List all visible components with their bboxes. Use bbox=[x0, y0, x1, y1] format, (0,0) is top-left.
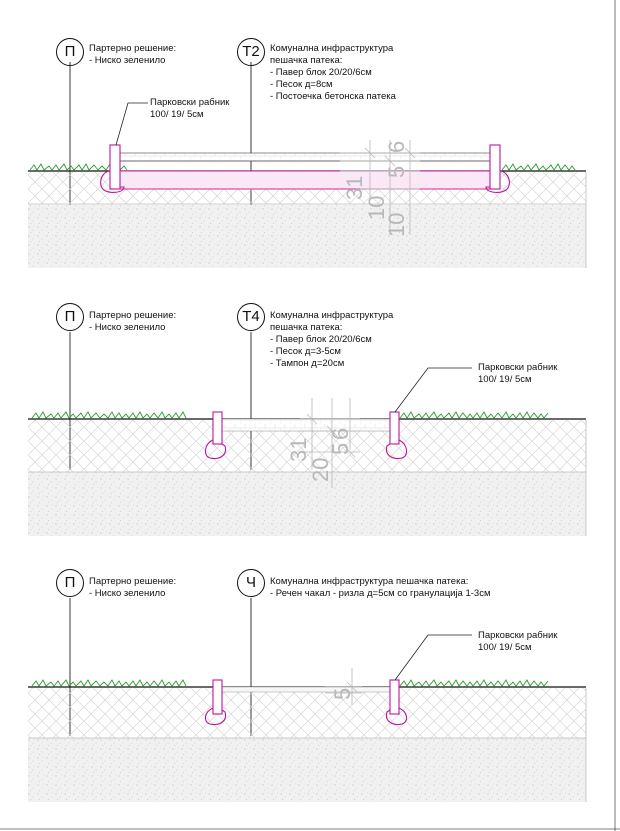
section-3-gravel-path bbox=[221, 686, 391, 693]
section-3-left-title: Партерно решение: bbox=[89, 576, 177, 587]
section-2-dimension-31: 31 bbox=[286, 437, 311, 462]
section-1-dimension-31: 31 bbox=[342, 175, 367, 200]
section-1-dimension-lines bbox=[340, 140, 420, 235]
section-2-dimension-20: 20 bbox=[308, 457, 333, 482]
section-3-dimension-5: 5 bbox=[330, 687, 355, 700]
section-2-drawing bbox=[28, 332, 587, 536]
section-2-right-item-1: - Павер блок 20/20/6см bbox=[270, 334, 372, 345]
section-3-curb-label-line-1: Парковски рабник bbox=[478, 630, 558, 641]
section-1-curb-label-line-1: Парковски рабник bbox=[150, 97, 230, 108]
section-3-grass-left bbox=[31, 679, 187, 687]
section-3-gravel-layer bbox=[28, 738, 586, 802]
section-3-right-item-1: - Речен чакал - ризла д=5см со гранулаци… bbox=[270, 588, 491, 599]
section-3-grass-right bbox=[399, 679, 549, 687]
section-2-right-title-line-2: пешачка патека: bbox=[270, 322, 343, 333]
section-2-grass-right bbox=[399, 411, 549, 419]
section-3-curb-label-line-2: 100/ 19/ 5см bbox=[478, 642, 532, 653]
section-1-right-item-3: - Постоечка бетонска патека bbox=[270, 91, 396, 102]
section-2-curb-label-line-2: 100/ 19/ 5см bbox=[478, 374, 532, 385]
section-2-left-marker: П bbox=[56, 303, 84, 331]
section-3-right-title-line-1: Комунална инфраструктура пешачка патека: bbox=[270, 576, 469, 587]
section-1-right-marker: Т2 bbox=[237, 38, 265, 66]
section-2-left-title: Партерно решение: bbox=[89, 310, 177, 321]
section-2-curb-right bbox=[385, 411, 408, 460]
section-1-right-item-2: - Песок д=8см bbox=[270, 79, 333, 90]
section-2-dimension-5: 5 bbox=[328, 442, 353, 455]
section-2-paver-layer bbox=[221, 418, 391, 432]
section-2-right-item-2: - Песок д=3-5см bbox=[270, 346, 341, 357]
section-1-paver-layer bbox=[119, 152, 491, 162]
section-1-left-marker: П bbox=[56, 38, 84, 66]
section-3-left-item: - Ниско зеленило bbox=[89, 588, 166, 599]
section-1-dimension-5: 5 bbox=[384, 165, 409, 178]
section-3-curb-left bbox=[204, 679, 227, 726]
section-1-concrete-path bbox=[119, 170, 491, 190]
section-1-drawing bbox=[28, 62, 587, 268]
section-2-right-marker: Т4 bbox=[237, 303, 265, 331]
section-3-dimension-lines bbox=[325, 668, 362, 705]
section-3-left-marker: П bbox=[56, 569, 84, 597]
section-1-curb-right bbox=[485, 144, 510, 193]
section-1-left-item: - Ниско зеленило bbox=[89, 55, 166, 66]
section-3-curb-leader bbox=[394, 634, 472, 681]
section-3-right-marker: Ч bbox=[237, 569, 265, 597]
section-1-left-title: Партерно решение: bbox=[89, 43, 177, 54]
section-3-soil-layer bbox=[28, 688, 586, 738]
section-1-right-title-line-1: Комунална инфраструктура bbox=[270, 43, 394, 54]
section-2-curb-label-line-1: Парковски рабник bbox=[478, 362, 558, 373]
section-2-curb-left bbox=[204, 411, 227, 460]
section-1-curb-leader bbox=[115, 102, 148, 146]
section-2-grass-left bbox=[31, 411, 187, 419]
section-2-curb-leader bbox=[394, 367, 472, 413]
section-1-grass-right bbox=[501, 163, 576, 171]
section-3-curb-right bbox=[385, 679, 408, 726]
section-1-dimension-10b: 10 bbox=[384, 212, 409, 237]
section-2-gravel-layer bbox=[28, 472, 586, 536]
section-2-dimension-lines bbox=[300, 398, 360, 488]
section-1-right-title-line-2: пешачка патека: bbox=[270, 55, 343, 66]
section-3-drawing bbox=[28, 598, 587, 802]
section-1-curb-label-line-2: 100/ 19/ 5см bbox=[150, 109, 204, 120]
section-2-right-item-3: - Тампон д=20см bbox=[270, 358, 345, 369]
section-2-left-item: - Ниско зеленило bbox=[89, 322, 166, 333]
section-2-dimension-6: 6 bbox=[328, 427, 353, 440]
section-1-gravel-layer bbox=[28, 205, 586, 268]
section-1-dimension-6: 6 bbox=[384, 140, 409, 153]
section-1-right-item-1: - Павер блок 20/20/6см bbox=[270, 67, 372, 78]
section-1-curb-left bbox=[100, 144, 125, 193]
section-2-right-title-line-1: Комунална инфраструктура bbox=[270, 310, 394, 321]
